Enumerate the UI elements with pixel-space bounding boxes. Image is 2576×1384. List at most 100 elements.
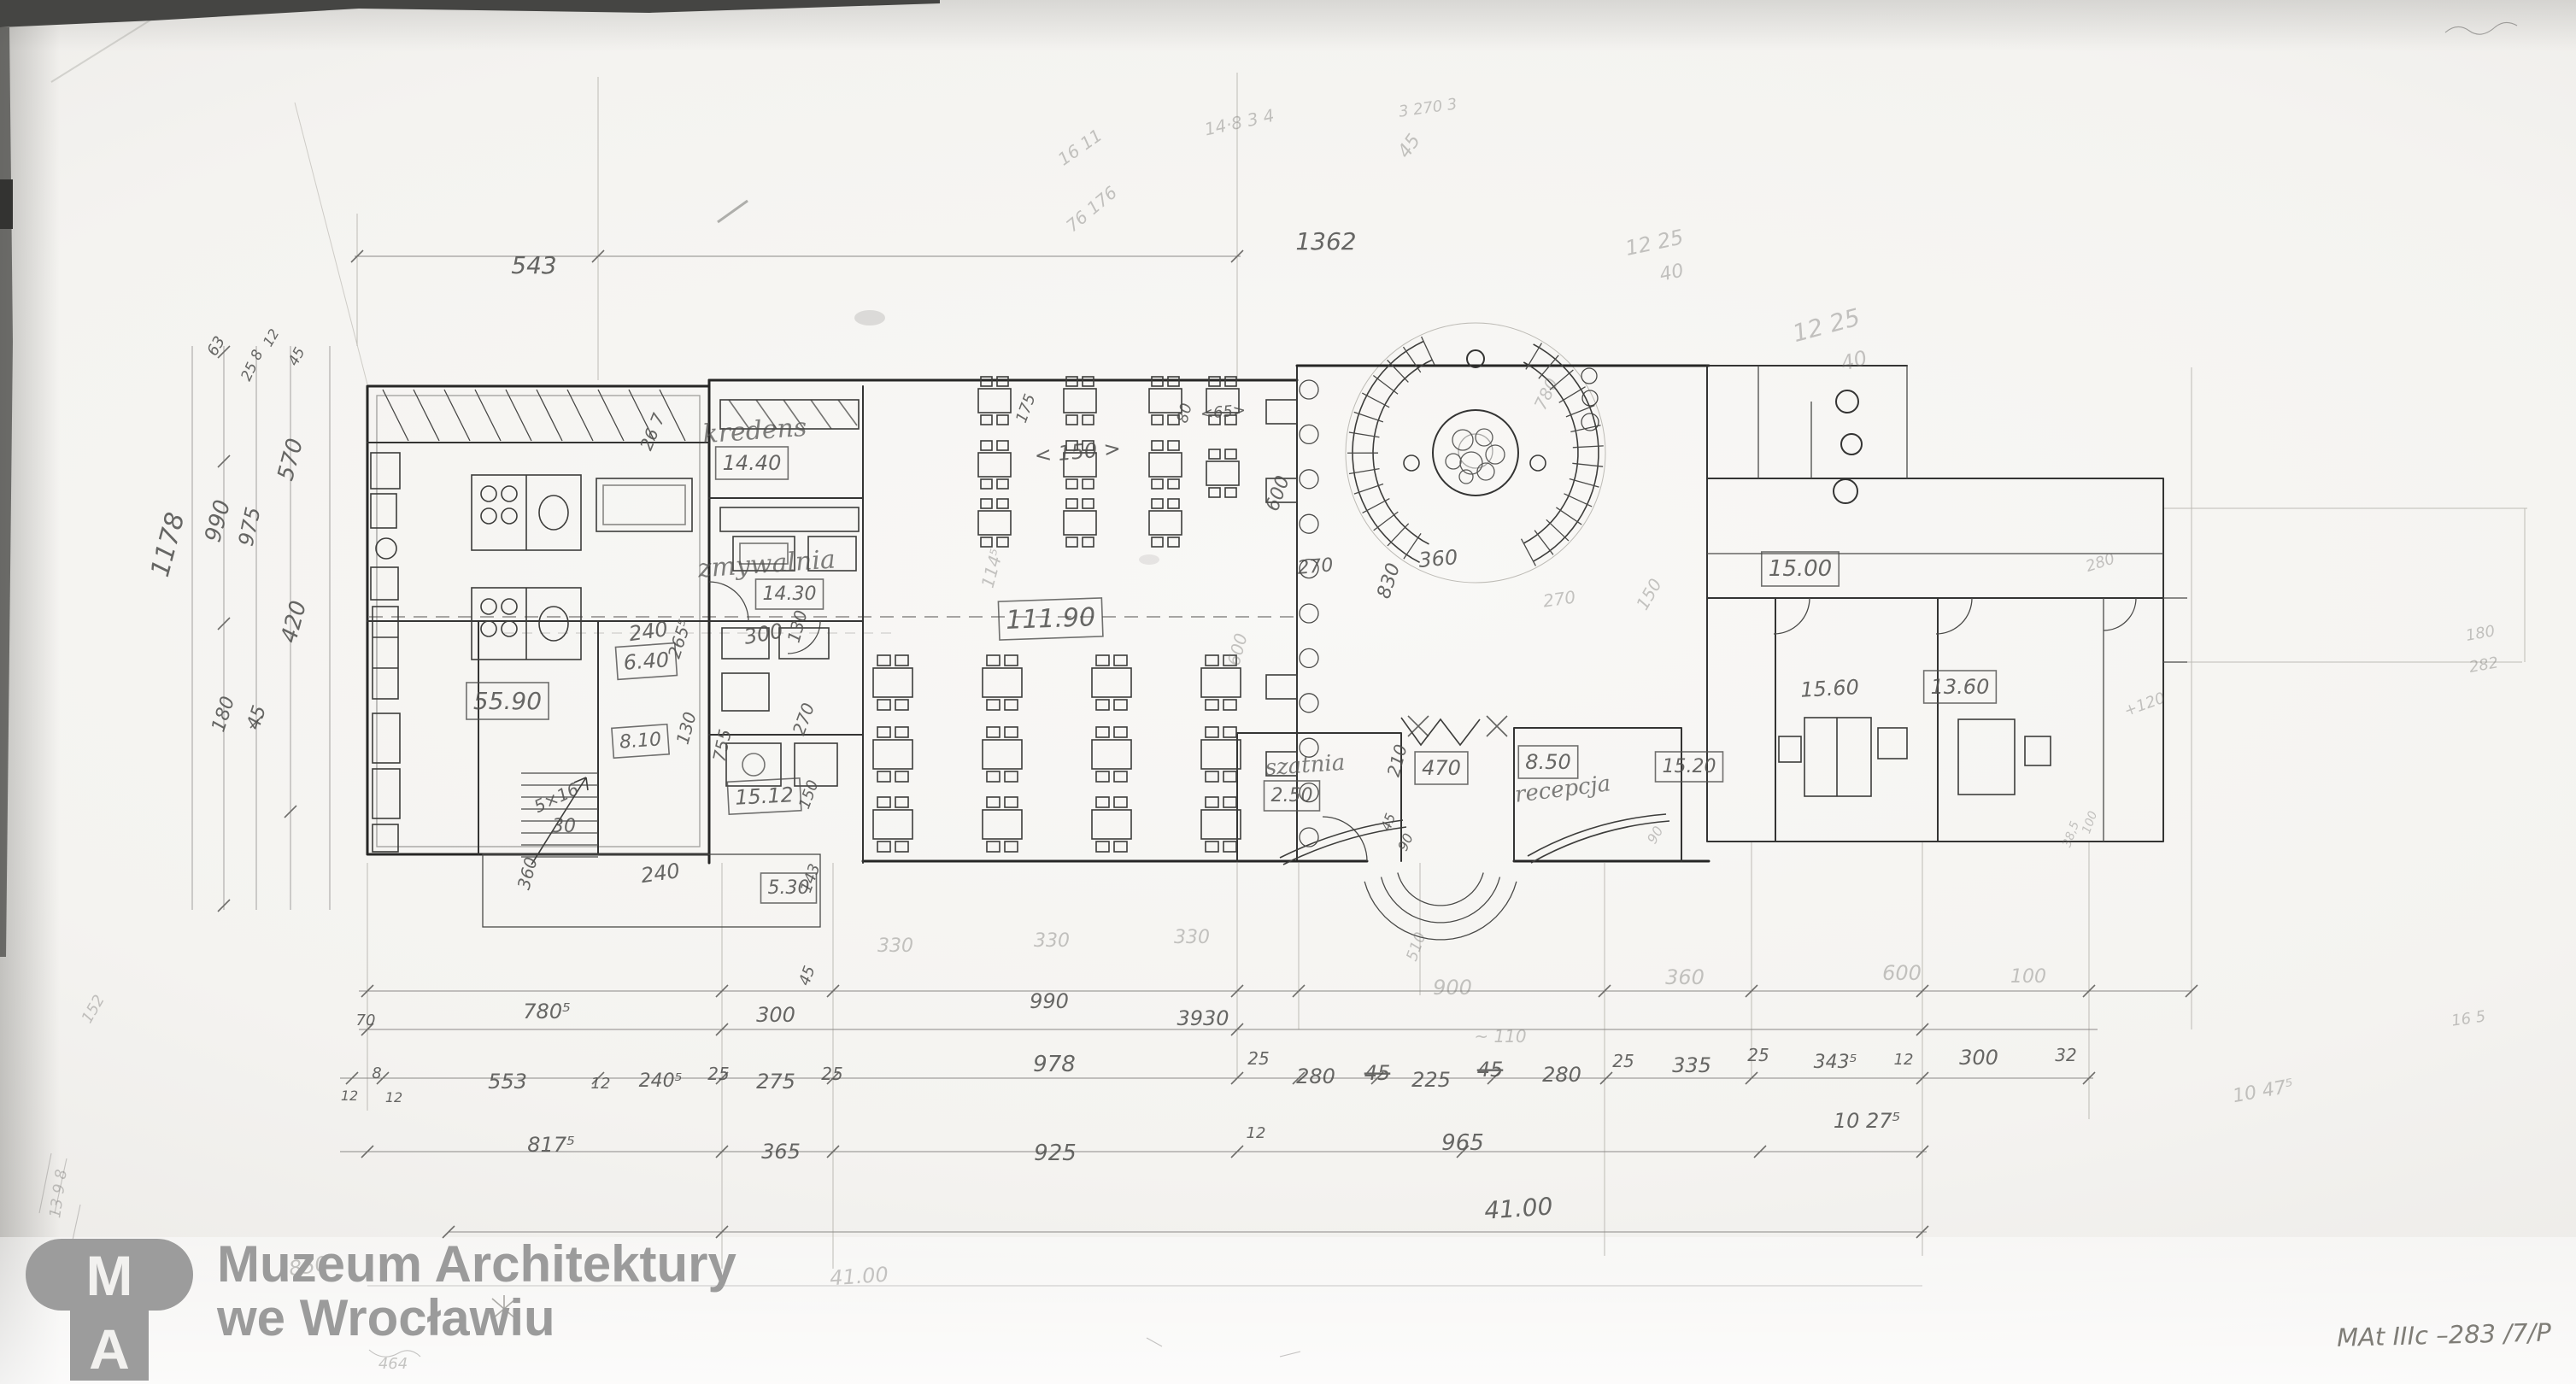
plan-label: 25 [1247, 1048, 1269, 1069]
dimension-lines [191, 255, 2192, 1287]
plan-label: 8 [372, 1064, 381, 1082]
plan-label: 16 5 [2450, 1007, 2487, 1029]
plan-label: 210 [1383, 742, 1411, 779]
plan-label: 330 [1174, 927, 1210, 948]
plan-label: 10 47⁵ [2231, 1076, 2295, 1107]
plan-label: 330 [1034, 930, 1070, 952]
plan-label: 55.90 [473, 687, 542, 715]
plan-label: 780⁵ [523, 1000, 570, 1023]
plan-label: 12 25 [1790, 303, 1863, 349]
plan-label: 150 [1632, 575, 1666, 613]
plan-label: 330 [877, 935, 913, 957]
label-box [1654, 751, 1724, 783]
plan-label: 925 [1034, 1141, 1077, 1166]
plan-label: 830 [1373, 560, 1405, 601]
plan-label: 15.20 [1663, 756, 1716, 777]
plan-label: 240⁵ [639, 1070, 683, 1092]
plan-label: 26 7 [636, 410, 669, 454]
plan-label: 25 [1747, 1045, 1769, 1065]
museum-logo-block: M A Muzeum Architektury we Wrocławiu [24, 1237, 736, 1382]
furniture [367, 376, 2051, 865]
plan-label: 80 [1174, 402, 1196, 425]
label-box [1517, 745, 1579, 779]
plan-label: 280 [1296, 1064, 1335, 1088]
plan-label: 300 [756, 1003, 795, 1027]
plan-label: 978 [1033, 1052, 1076, 1077]
museum-name-line1: Muzeum Architektury [217, 1235, 736, 1293]
plan-label: 100 [2080, 809, 2100, 836]
plan-label: szatnia [1265, 750, 1346, 781]
plan-label: 90 [1644, 824, 1667, 847]
plan-label: 343⁵ [1814, 1052, 1857, 1073]
plan-label: 12 [385, 1089, 402, 1105]
planter-scribble [1445, 428, 1505, 484]
plan-label: 543 [511, 251, 556, 279]
plan-label: 240 [627, 617, 669, 646]
plan-label: 6.40 [623, 648, 670, 675]
plan-label: 12 [1894, 1051, 1914, 1069]
construction-lines [294, 73, 2527, 1269]
catalog-number: MAt IIIc –283 /7/P [2336, 1317, 2552, 1352]
plan-label: < 150 > [1034, 437, 1122, 468]
plan-label: 570 [273, 436, 308, 484]
plan-label: ~ 110 [1474, 1026, 1526, 1047]
plan-label: 1362 [1295, 227, 1356, 255]
plan-label: 130 [783, 608, 812, 645]
plan-label: 5.30 [768, 877, 810, 899]
plan-label: 12 [1247, 1124, 1266, 1142]
plan-label: 152 [79, 992, 109, 1026]
label-box [1922, 670, 1998, 704]
plan-label: 40 [1658, 261, 1686, 286]
plan-label: 90 [1394, 830, 1417, 853]
museum-name-line2: we Wrocławiu [217, 1289, 555, 1346]
plan-label: 25 8 [238, 347, 267, 384]
plan-label: 5×16 [531, 778, 582, 817]
plan-label: 464 [378, 1355, 408, 1373]
plan-label: 1178 [145, 509, 191, 580]
plan-label: 45 [795, 964, 819, 988]
plan-label: 240 [639, 859, 681, 888]
plan-label: 41.00 [1483, 1192, 1553, 1225]
plan-label: 180 [208, 694, 239, 735]
plan-label: 990 [200, 497, 236, 545]
plan-label: 45 [1364, 1061, 1391, 1085]
plan-label: 13 9 8 [46, 1168, 71, 1219]
label-box [760, 872, 818, 904]
plan-label: 15.12 [735, 783, 795, 810]
rotunda [1299, 336, 1863, 941]
plan-label: 275 [756, 1070, 795, 1094]
plan-label: 553 [488, 1070, 527, 1094]
plan-label: 25 [1612, 1051, 1634, 1071]
plan-label: 270 [1296, 554, 1334, 579]
plan-label: 100 [2010, 966, 2046, 988]
plan-label: 14.30 [763, 584, 817, 605]
plan-label: 41.00 [829, 1263, 889, 1291]
plan-label: 360 [1417, 545, 1458, 572]
plan-label: 2.50 [1271, 785, 1313, 806]
plan-label: 270 [1541, 587, 1576, 612]
museum-name: Muzeum Architektury we Wrocławiu [217, 1237, 736, 1345]
plan-label: 111.90 [1006, 602, 1096, 636]
plan-label: 270 [789, 701, 819, 738]
plan-label: 70 [356, 1012, 376, 1029]
plan-label: 510 [1403, 930, 1429, 963]
plan-label: 25 [707, 1064, 729, 1084]
plan-label: 280 [1542, 1063, 1581, 1087]
plan-label: 15.60 [1800, 675, 1860, 702]
plan-label: 30 [552, 816, 576, 837]
plan-label: 3930 [1177, 1006, 1229, 1030]
label-box [754, 578, 824, 610]
plan-label: 990 [1030, 989, 1069, 1013]
label-box [997, 597, 1104, 641]
plan-label: 40 [1839, 346, 1870, 376]
plan-label: 12 [341, 1088, 358, 1104]
plan-label: 175 [1012, 391, 1039, 425]
plan-label: 14.40 [723, 451, 782, 475]
plan-label: 817⁵ [527, 1133, 574, 1157]
plan-label: 12 25 [1623, 225, 1686, 261]
label-box [611, 723, 671, 759]
plan-label: 45 [1477, 1058, 1504, 1082]
